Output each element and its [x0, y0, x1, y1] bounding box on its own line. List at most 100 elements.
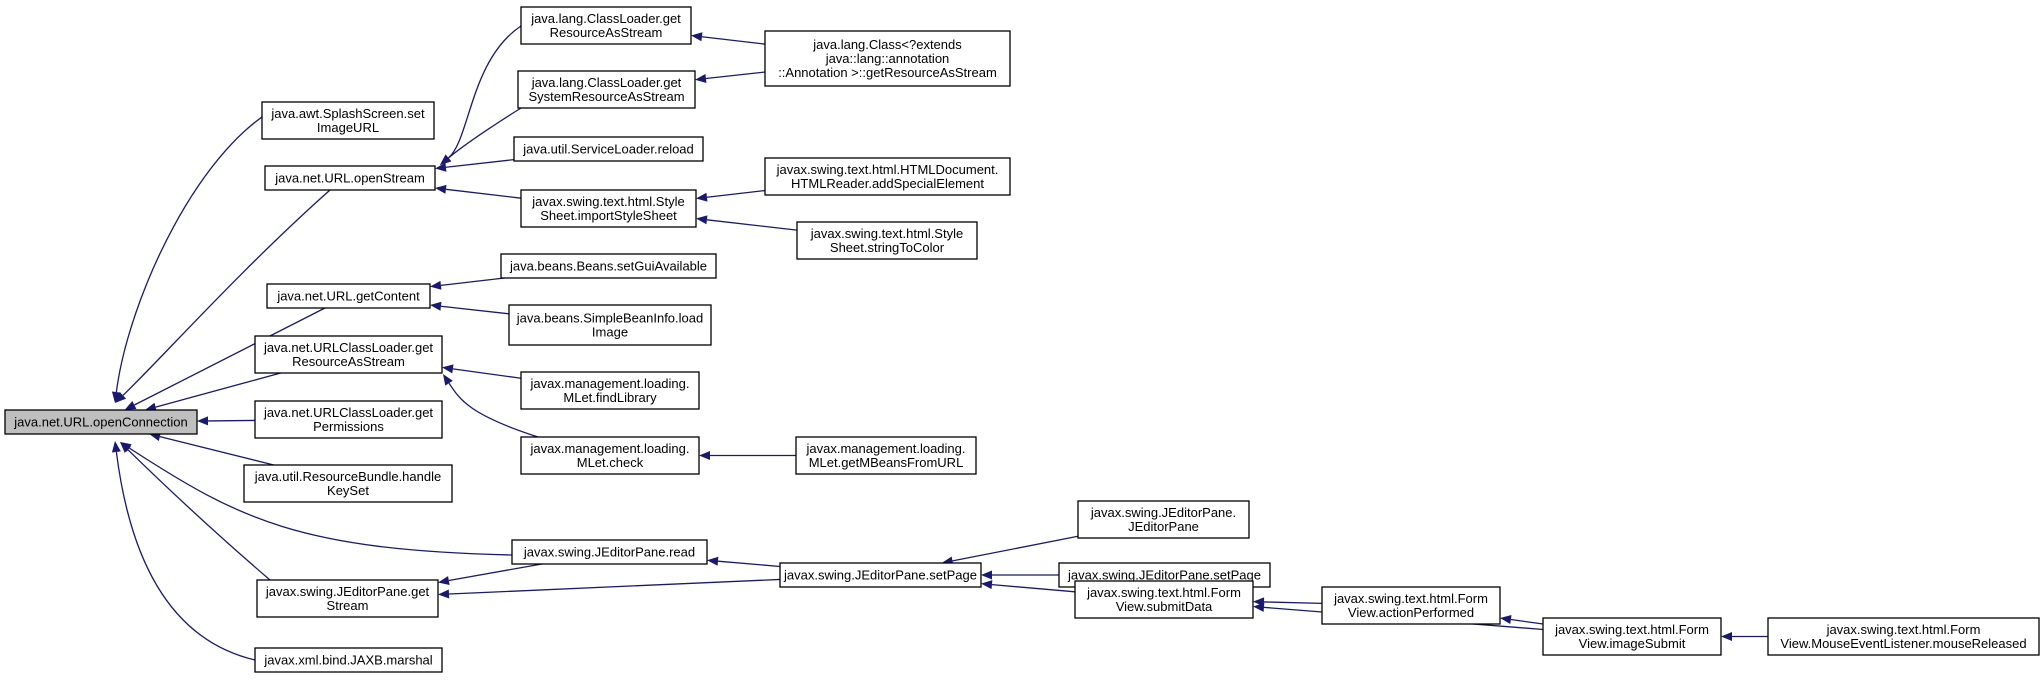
node-box-ssToColor[interactable] — [796, 221, 978, 260]
node-box-fvImage[interactable] — [1542, 617, 1722, 656]
node-clGetSysRes[interactable]: java.lang.ClassLoader.getSystemResourceA… — [517, 70, 696, 109]
node-box-slReload[interactable] — [513, 136, 704, 162]
node-box-jepCtor[interactable] — [1077, 500, 1250, 539]
arrowhead-jepGetStream-to-root — [120, 442, 132, 453]
node-htmlSpecial[interactable]: javax.swing.text.html.HTMLDocument.HTMLR… — [764, 157, 1011, 196]
node-label-mletGetMB-1: MLet.getMBeansFromURL — [809, 455, 964, 470]
arrowhead-fvSubmit-to-jepSetPage — [981, 580, 993, 590]
node-box-fvAction[interactable] — [1321, 586, 1501, 625]
edge-sbiLoad-to-getContent — [440, 305, 510, 315]
node-label-mletFind-0: javax.management.loading. — [530, 376, 690, 391]
edge-ssToColor-to-ssImport — [706, 219, 798, 231]
arrowhead-uclGetRes-to-root — [145, 402, 157, 412]
node-label-beansGui-0: java.beans.Beans.setGuiAvailable — [509, 259, 707, 274]
node-jepCtor[interactable]: javax.swing.JEditorPane.JEditorPane — [1077, 500, 1250, 539]
node-mletGetMB[interactable]: javax.management.loading.MLet.getMBeansF… — [795, 436, 977, 475]
node-ssToColor[interactable]: javax.swing.text.html.StyleSheet.stringT… — [796, 221, 978, 260]
arrowhead-ssImport-to-openStream — [435, 184, 447, 194]
node-label-ssImport-1: Sheet.importStyleSheet — [540, 208, 677, 223]
node-box-fvMouse[interactable] — [1767, 617, 2040, 656]
node-label-mletFind-1: MLet.findLibrary — [563, 390, 657, 405]
node-label-uclGetPerm-1: Permissions — [313, 419, 384, 434]
edge-getContent-to-root — [134, 307, 326, 406]
node-label-fvImage-0: javax.swing.text.html.Form — [1554, 622, 1709, 637]
node-box-classGetRes[interactable] — [764, 30, 1011, 87]
node-box-clGetRes[interactable] — [520, 6, 692, 45]
node-fvMouse[interactable]: javax.swing.text.html.FormView.MouseEven… — [1767, 617, 2040, 656]
node-box-jepRead[interactable] — [511, 539, 708, 565]
node-box-fvSubmit[interactable] — [1074, 580, 1254, 619]
edge-uclGetRes-to-root — [155, 372, 281, 408]
node-box-ssImport[interactable] — [520, 189, 697, 228]
node-getContent[interactable]: java.net.URL.getContent — [266, 283, 431, 309]
node-label-classGetRes-1: java::lang::annotation — [825, 51, 950, 66]
arrowhead-openStream-to-root — [115, 392, 127, 403]
node-box-jaxb[interactable] — [254, 647, 443, 673]
node-classGetRes[interactable]: java.lang.Class<?extends java::lang::ann… — [764, 30, 1011, 87]
edge-jepSetPage-to-jepRead — [717, 560, 781, 568]
node-root[interactable]: java.net.URL.openConnection — [4, 409, 198, 435]
node-box-getContent[interactable] — [266, 283, 431, 309]
edge-jepRead-to-root — [128, 447, 513, 556]
node-label-splash-0: java.awt.SplashScreen.set — [270, 106, 425, 121]
node-jepRead[interactable]: javax.swing.JEditorPane.read — [511, 539, 708, 565]
edge-openStream-to-root — [122, 189, 331, 396]
node-jaxb[interactable]: javax.xml.bind.JAXB.marshal — [254, 647, 443, 673]
node-label-fvAction-0: javax.swing.text.html.Form — [1333, 591, 1488, 606]
edge-clGetSysRes-to-openStream — [448, 107, 522, 159]
node-label-jepGetStream-0: javax.swing.JEditorPane.get — [265, 584, 430, 599]
edge-fvImage-to-fvAction — [1510, 618, 1544, 625]
node-box-sbiLoad[interactable] — [508, 304, 712, 346]
arrowhead-uclGetPerm-to-root — [197, 416, 209, 426]
node-box-mletFind[interactable] — [520, 371, 700, 410]
node-box-jepSetPage[interactable] — [779, 562, 982, 588]
node-box-uclGetRes[interactable] — [254, 335, 443, 374]
node-label-htmlSpecial-0: javax.swing.text.html.HTMLDocument. — [776, 162, 999, 177]
node-mletCheck[interactable]: javax.management.loading.MLet.check — [520, 436, 700, 475]
node-label-root-0: java.net.URL.openConnection — [13, 415, 187, 430]
arrowhead-jaxb-to-root — [111, 441, 121, 453]
node-label-jepCtor-0: javax.swing.JEditorPane. — [1090, 505, 1236, 520]
node-slReload[interactable]: java.util.ServiceLoader.reload — [513, 136, 704, 162]
node-box-root[interactable] — [4, 409, 198, 435]
node-jepSetPage[interactable]: javax.swing.JEditorPane.setPage — [779, 562, 982, 588]
node-box-jepGetStream[interactable] — [256, 579, 439, 618]
node-ssImport[interactable]: javax.swing.text.html.StyleSheet.importS… — [520, 189, 697, 228]
node-fvSubmit[interactable]: javax.swing.text.html.FormView.submitDat… — [1074, 580, 1254, 619]
arrowhead-slReload-to-openStream — [435, 162, 447, 172]
node-label-mletGetMB-0: javax.management.loading. — [806, 441, 966, 456]
node-box-splash[interactable] — [261, 101, 435, 140]
node-uclGetRes[interactable]: java.net.URLClassLoader.getResourceAsStr… — [254, 335, 443, 374]
node-beansGui[interactable]: java.beans.Beans.setGuiAvailable — [500, 253, 717, 279]
node-box-htmlSpecial[interactable] — [764, 157, 1011, 196]
node-label-clGetSysRes-1: SystemResourceAsStream — [528, 89, 684, 104]
node-fvAction[interactable]: javax.swing.text.html.FormView.actionPer… — [1321, 586, 1501, 625]
node-label-htmlSpecial-1: HTMLReader.addSpecialElement — [791, 176, 984, 191]
arrowhead-fvImage-to-fvAction — [1500, 615, 1512, 624]
node-box-clGetSysRes[interactable] — [517, 70, 696, 109]
node-clGetRes[interactable]: java.lang.ClassLoader.getResourceAsStrea… — [520, 6, 692, 45]
node-box-rbHandle[interactable] — [243, 464, 453, 503]
node-label-getContent-0: java.net.URL.getContent — [276, 289, 420, 304]
node-box-mletCheck[interactable] — [520, 436, 700, 475]
node-box-beansGui[interactable] — [500, 253, 717, 279]
node-label-ssImport-0: javax.swing.text.html.Style — [531, 194, 684, 209]
node-label-splash-1: ImageURL — [317, 120, 379, 135]
edge-fvSubmit-to-jepSetPage — [991, 583, 1076, 593]
node-mletFind[interactable]: javax.management.loading.MLet.findLibrar… — [520, 371, 700, 410]
arrowhead-mletCheck-to-uclGetRes — [443, 374, 453, 386]
node-box-mletGetMB[interactable] — [795, 436, 977, 475]
node-box-uclGetPerm[interactable] — [254, 400, 443, 439]
node-label-fvAction-1: View.actionPerformed — [1348, 605, 1474, 620]
node-fvImage[interactable]: javax.swing.text.html.FormView.imageSubm… — [1542, 617, 1722, 656]
node-openStream[interactable]: java.net.URL.openStream — [264, 165, 436, 191]
node-label-fvSubmit-0: javax.swing.text.html.Form — [1086, 585, 1241, 600]
node-label-fvMouse-1: View.MouseEventListener.mouseReleased — [1780, 636, 2026, 651]
edge-splash-to-root — [115, 101, 289, 393]
node-box-openStream[interactable] — [264, 165, 436, 191]
